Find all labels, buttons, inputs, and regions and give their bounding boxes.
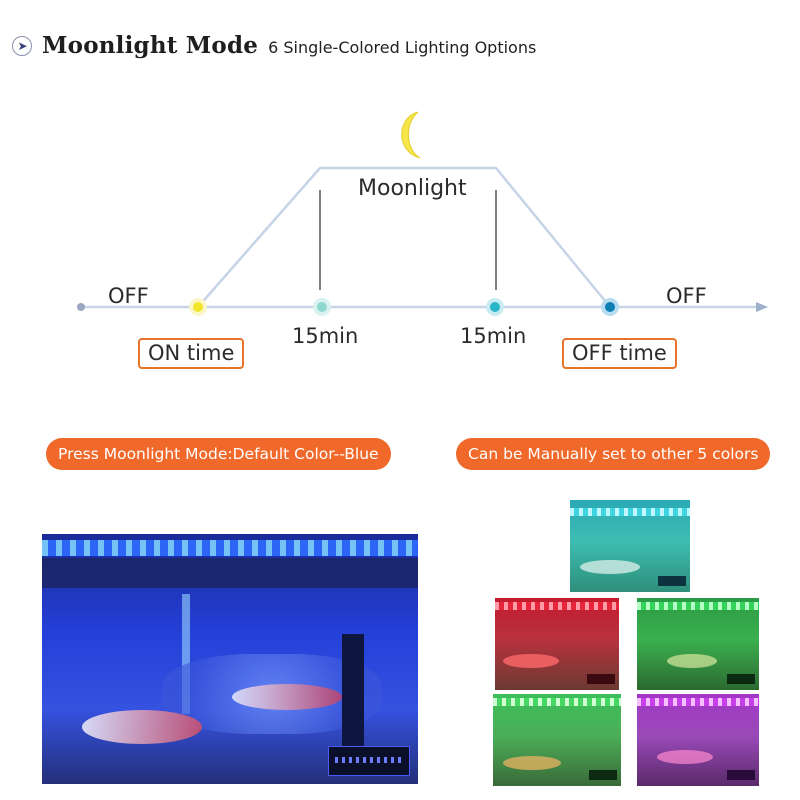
header: ➤ Moonlight Mode 6 Single-Colored Lighti… xyxy=(12,32,536,59)
off-right-label: OFF xyxy=(666,284,707,308)
cyan-aquarium-photo xyxy=(570,500,690,592)
fish-shape xyxy=(232,684,342,710)
manual-colors-banner: Can be Manually set to other 5 colors xyxy=(456,438,771,470)
red-aquarium-photo xyxy=(495,598,619,690)
lightgreen-aquarium-photo xyxy=(493,694,621,786)
moon-icon xyxy=(401,111,421,159)
timeline-start-dot xyxy=(77,303,85,311)
ramp-up-duration: 15min xyxy=(292,324,359,348)
ramp-down-dot-core xyxy=(490,302,500,312)
moonlight-timing-diagram xyxy=(77,111,768,316)
ramp-down-duration: 15min xyxy=(460,324,527,348)
off-time-dot-core xyxy=(605,302,615,312)
page-subtitle: 6 Single-Colored Lighting Options xyxy=(268,38,537,57)
blue-aquarium-photo xyxy=(42,534,418,784)
off-time-label: OFF time xyxy=(562,338,677,369)
off-left-label: OFF xyxy=(108,284,149,308)
timeline-arrowhead xyxy=(756,302,768,312)
ramp-up-dot-core xyxy=(317,302,327,312)
brightness-curve xyxy=(197,166,611,308)
page-title: Moonlight Mode xyxy=(42,32,259,59)
green-aquarium-photo xyxy=(637,598,759,690)
fish-shape xyxy=(82,710,202,744)
purple-aquarium-photo xyxy=(637,694,759,786)
on-time-label: ON time xyxy=(138,338,245,369)
default-color-banner: Press Moonlight Mode:Default Color--Blue xyxy=(46,438,391,470)
on-time-dot-core xyxy=(193,302,203,312)
moonlight-label: Moonlight xyxy=(358,176,467,201)
chevron-right-icon: ➤ xyxy=(12,35,32,56)
controller-display xyxy=(328,746,410,776)
